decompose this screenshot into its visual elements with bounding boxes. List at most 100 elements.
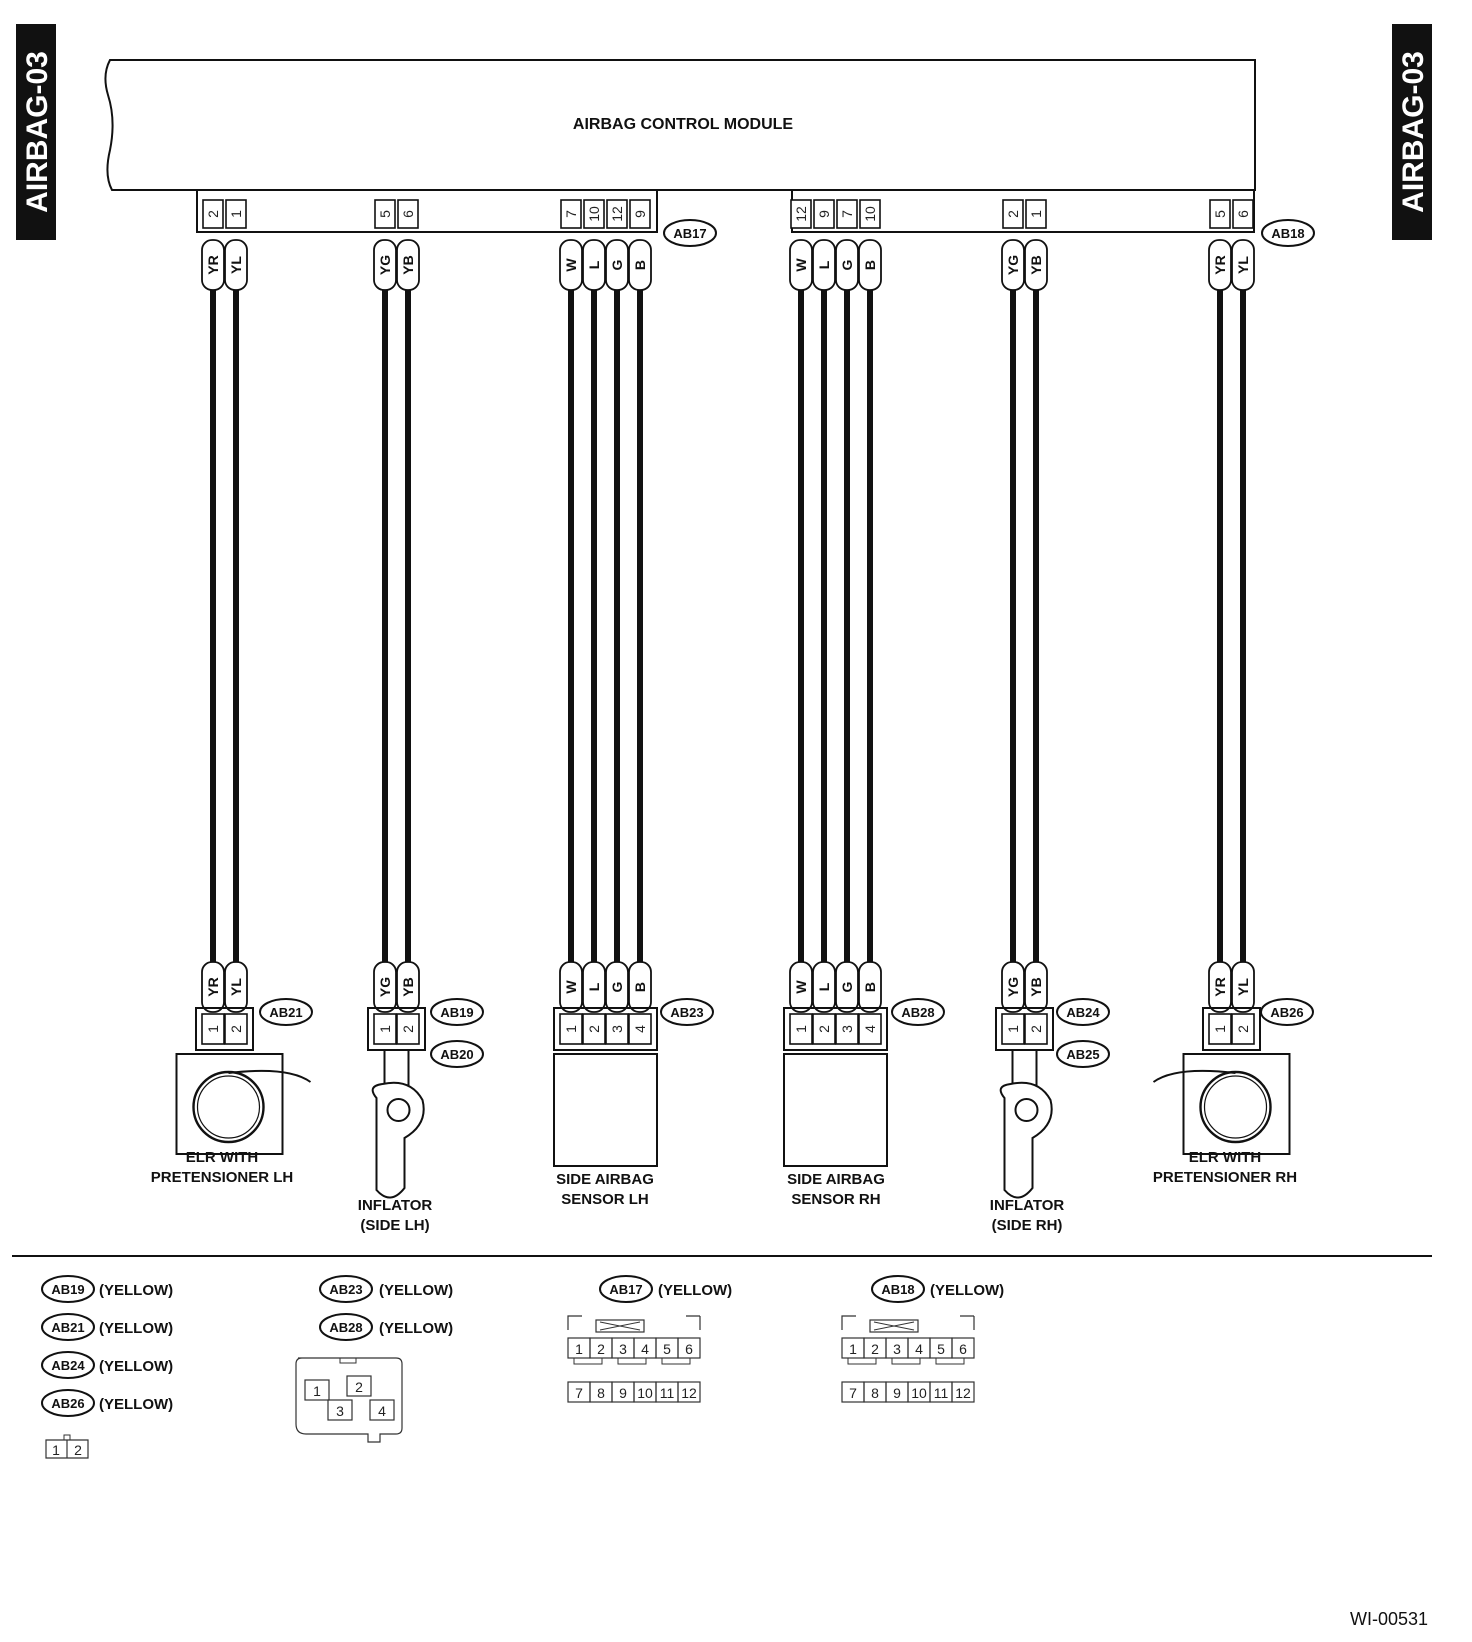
bottom-pin-number: 3 [609,1025,625,1033]
wire-color-label: B [862,260,878,270]
wire-label-capsule [396,239,420,291]
legend-id: AB21 [51,1320,84,1335]
side-tab-left-text: AIRBAG-03 [21,51,54,213]
pin-label: 3 [619,1341,627,1357]
wire-label-capsule [559,239,583,291]
bottom-pin-number: 4 [862,1025,878,1033]
pin-label: 9 [893,1385,901,1401]
bottom-pin-number: 1 [377,1025,393,1033]
connector-callout: AB24 [1056,998,1110,1026]
wire-color-label: YB [1028,255,1044,274]
top-pin-number: 6 [400,210,416,218]
connector-callout: AB23 [660,998,714,1026]
top-pin-number: 7 [563,210,579,218]
top-pin-cell [1232,199,1254,229]
wire-color-label: YL [228,978,244,996]
pin-label: 4 [915,1341,923,1357]
wire-color-label: W [793,258,809,272]
wire-label-capsule [1024,239,1048,291]
legend-item-ab24: AB24 (YELLOW) [41,1351,173,1379]
wire-color-label: YL [228,256,244,274]
pin-label: 10 [637,1385,653,1401]
connector-callout: AB20 [430,1040,484,1068]
pin-label: 2 [355,1379,363,1395]
wire-color-label: L [816,260,832,269]
bottom-pin-number: 2 [816,1025,832,1033]
wire-label-capsule [605,961,629,1013]
pin-label: 8 [871,1385,879,1401]
wire-label-capsule [1001,239,1025,291]
pin-label: 7 [575,1385,583,1401]
wire-label-capsule [812,239,836,291]
top-pin-cell [813,199,835,229]
component-label: SENSOR LH [561,1191,649,1208]
connector-id: AB20 [440,1047,473,1062]
legend-color: (YELLOW) [99,1396,173,1413]
wire-label-capsule [812,961,836,1013]
wire-label-capsule [201,239,225,291]
top-pin-number: 1 [228,210,244,218]
top-pin-cell [560,199,582,229]
bottom-pin-number: 2 [400,1025,416,1033]
bottom-pin-cell [224,1013,248,1045]
wire-color-label: YG [377,255,393,275]
connector-id: AB18 [1271,226,1304,241]
connector-callout: AB25 [1056,1040,1110,1068]
bottom-pin-cell [858,1013,882,1045]
legend-item-ab21: AB21 (YELLOW) [41,1313,173,1341]
bottom-pin-number: 1 [205,1025,221,1033]
wire-label-capsule [559,961,583,1013]
pin-label: 2 [871,1341,879,1357]
pin-label: 11 [660,1385,675,1401]
wire-label-capsule [858,961,882,1013]
wire-label-capsule [1024,961,1048,1013]
component-label: ELR WITH [186,1149,259,1166]
connector-id: AB23 [670,1005,703,1020]
top-pin-number: 6 [1235,210,1251,218]
figure-code: WI-00531 [1350,1609,1428,1629]
wire-color-label: YB [1028,977,1044,996]
bottom-pin-number: 3 [839,1025,855,1033]
pin-label: 1 [313,1383,321,1399]
bottom-pin-cell [373,1013,397,1045]
bottom-pin-cell [789,1013,813,1045]
wire-label-capsule [582,239,606,291]
airbag-control-module: AIRBAG CONTROL MODULE [104,59,1256,191]
connector-housing [1202,1007,1261,1051]
component-label: (SIDE LH) [360,1217,429,1234]
component-label: (SIDE RH) [992,1217,1063,1234]
wire-color-label: W [563,980,579,994]
connector-housing [553,1007,658,1051]
wire-label-capsule [835,961,859,1013]
pin-label: 7 [849,1385,857,1401]
bottom-pin-number: 1 [793,1025,809,1033]
wire-label-capsule [628,961,652,1013]
wire-color-label: YR [205,977,221,996]
wire-label-capsule [1231,239,1255,291]
pin-label: 4 [641,1341,649,1357]
component-inflator: INFLATOR(SIDE RH) [990,1050,1064,1234]
wire-label-capsule [396,961,420,1013]
side-tab-left: AIRBAG-03 [16,24,56,240]
pin-label: 4 [378,1403,386,1419]
connector-callout: AB26 [1260,998,1314,1026]
top-pin-number: 9 [816,210,832,218]
connector-housing [783,1007,888,1051]
top-pin-number: 7 [839,210,855,218]
legend-id: AB24 [51,1358,85,1373]
wire-label-capsule [858,239,882,291]
component-label: PRETENSIONER RH [1153,1169,1297,1186]
wire-color-label: YB [400,977,416,996]
wire-color-label: L [586,260,602,269]
wire-label-capsule [1001,961,1025,1013]
top-pin-number: 2 [1005,210,1021,218]
wire-label-capsule [373,239,397,291]
bottom-pin-number: 2 [228,1025,244,1033]
